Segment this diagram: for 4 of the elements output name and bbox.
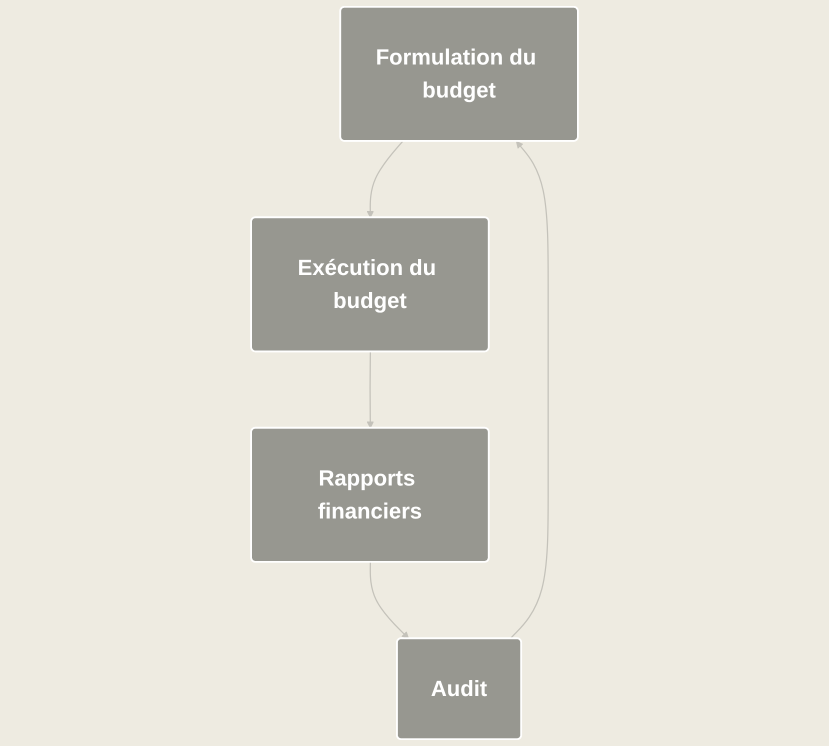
arrow [366, 352, 374, 428]
arrow [366, 140, 404, 218]
arrow [370, 562, 410, 639]
arrow [510, 140, 549, 640]
